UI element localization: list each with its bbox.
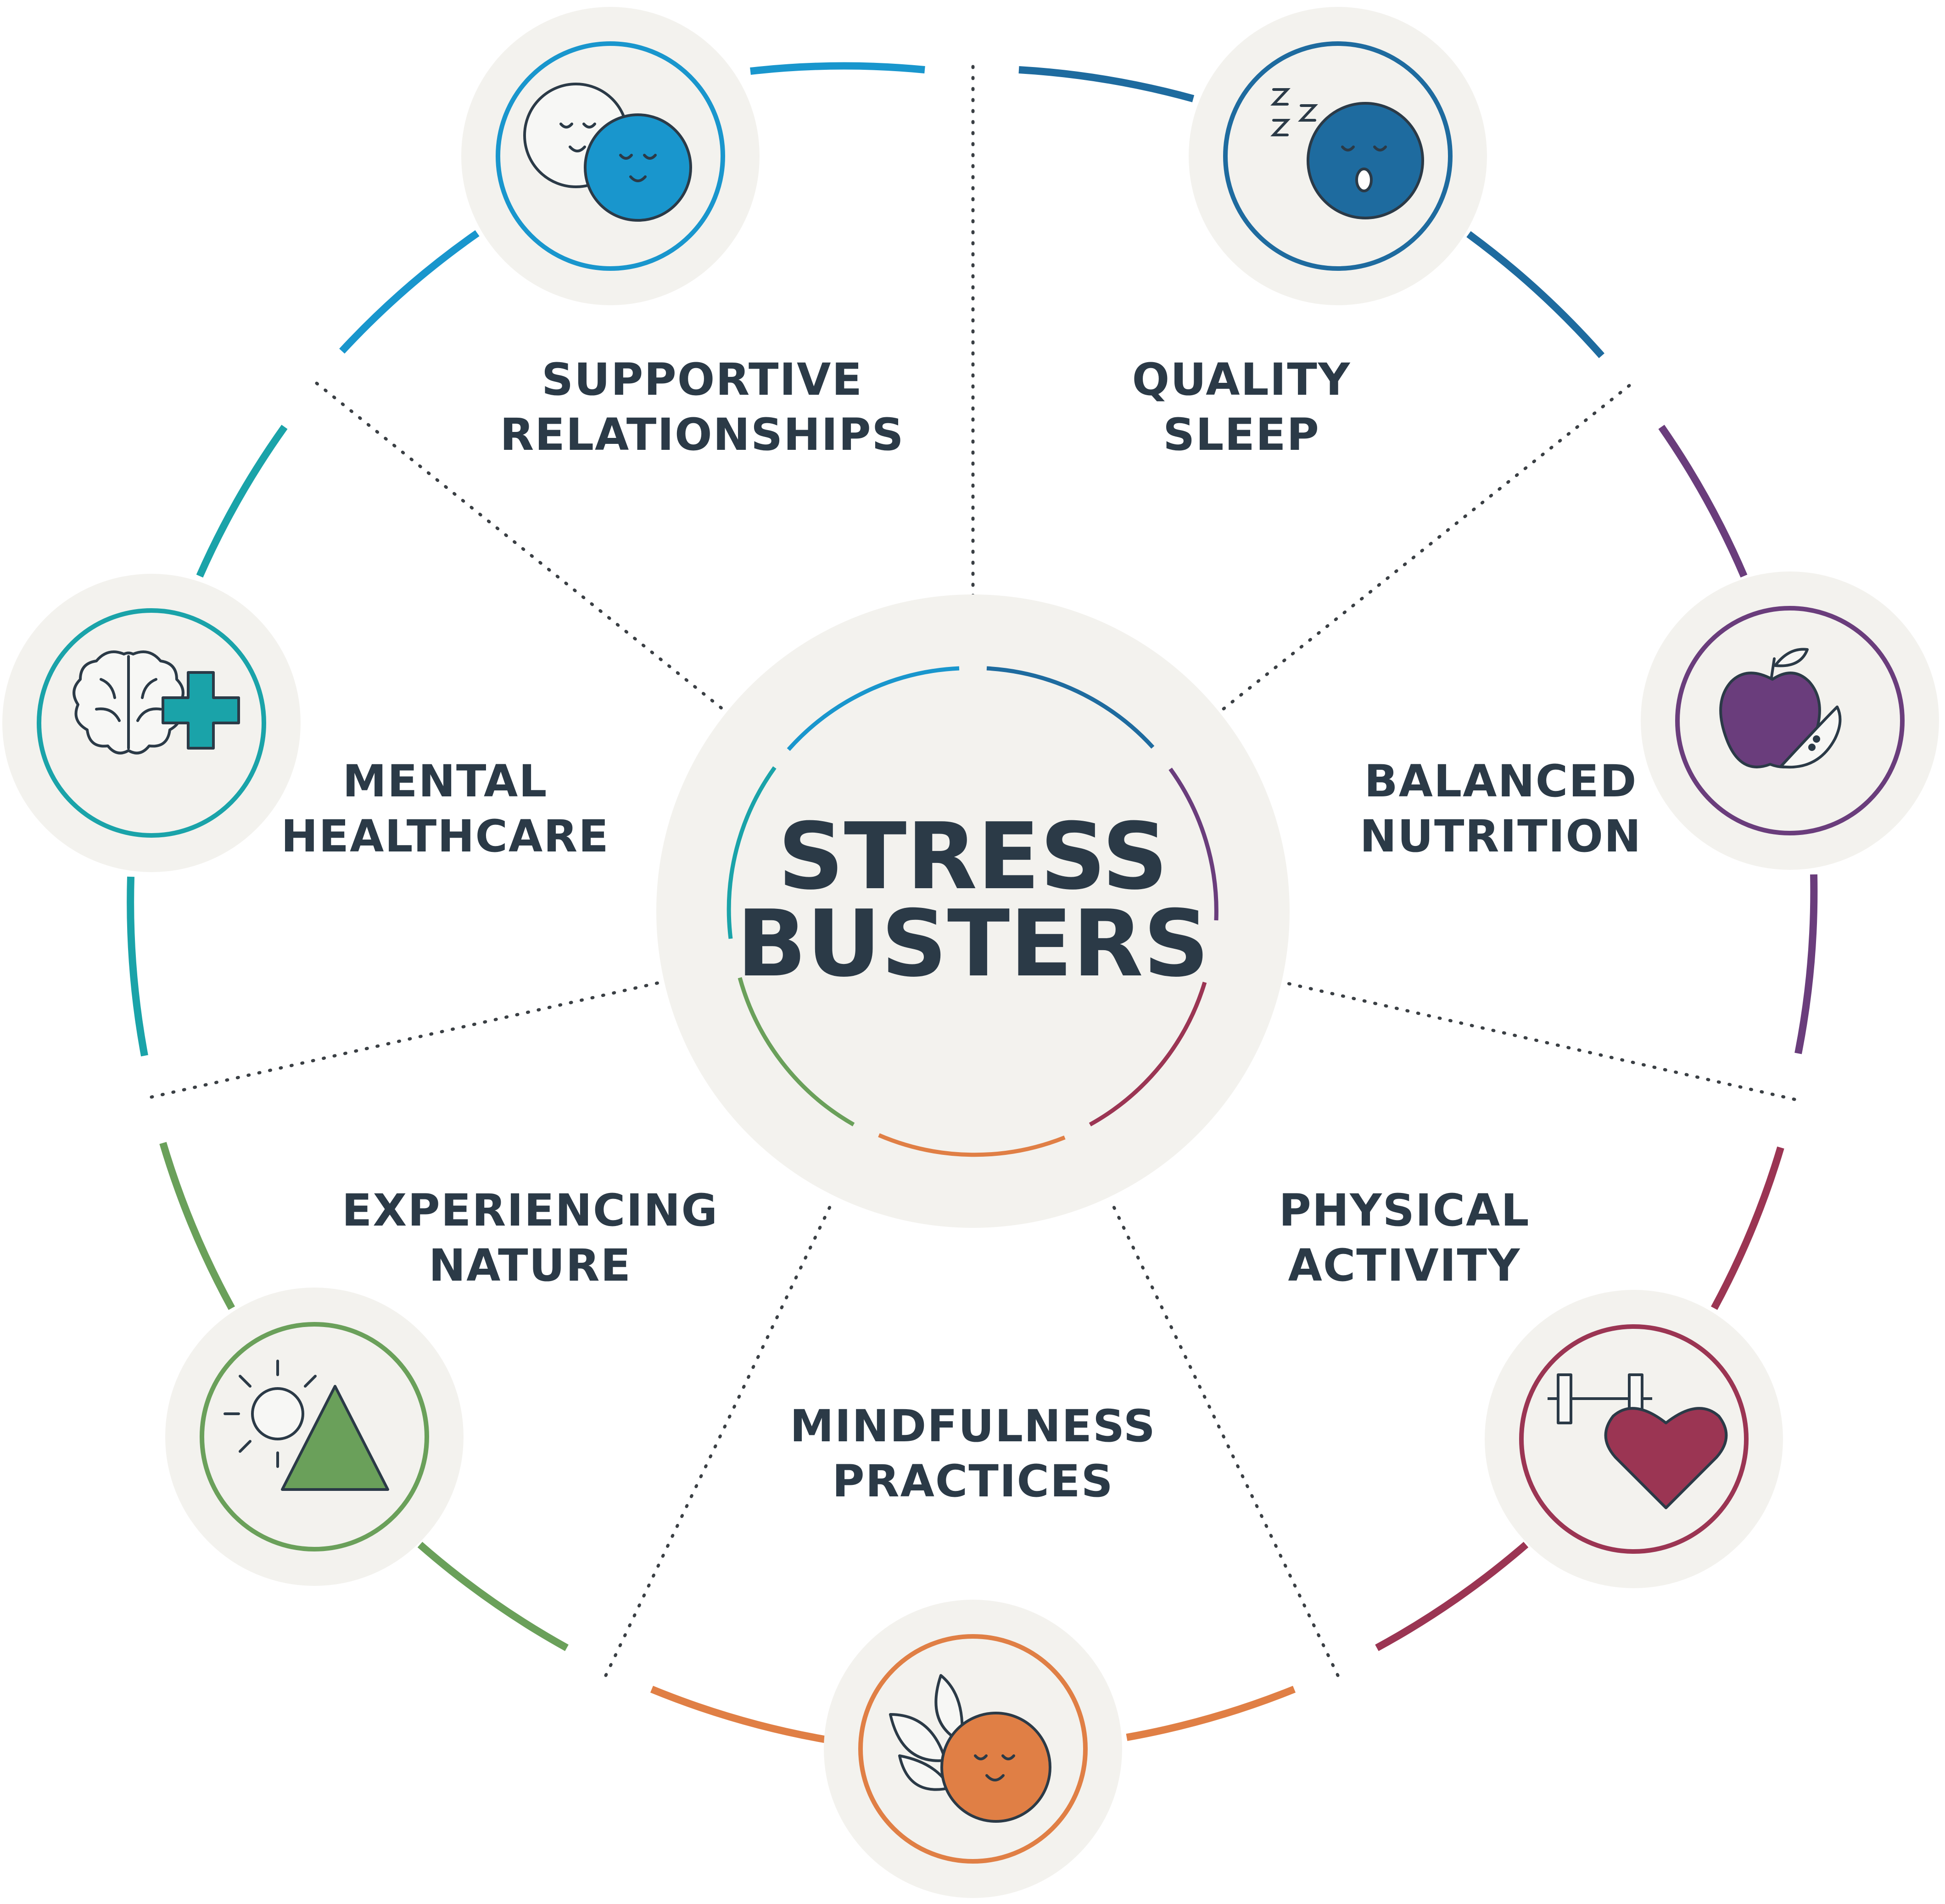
inner-arc-maroon bbox=[1089, 981, 1207, 1126]
inner-arc-blue-2 bbox=[986, 666, 1155, 749]
inner-arc-green bbox=[738, 977, 855, 1126]
outer-arc-supportive-2 bbox=[339, 230, 480, 354]
separator-upper-right bbox=[1221, 384, 1631, 711]
label-mindfulness-line2: PRACTICES bbox=[832, 1456, 1113, 1507]
outer-ring bbox=[127, 62, 1818, 1748]
label-nutrition-line1: BALANCED bbox=[1364, 756, 1638, 807]
outer-arc-nature-1 bbox=[417, 1541, 569, 1651]
label-nature-line1: EXPERIENCING bbox=[342, 1185, 718, 1236]
label-nutrition-line2: NUTRITION bbox=[1360, 811, 1642, 862]
badge-activity bbox=[1485, 1290, 1783, 1588]
label-mindfulness-line1: MINDFULNESS bbox=[790, 1400, 1156, 1452]
separator-right bbox=[1281, 980, 1796, 1101]
center-title-line1: STRESS bbox=[778, 803, 1168, 910]
label-activity-line2: ACTIVITY bbox=[1288, 1240, 1521, 1291]
brain-plus-icon bbox=[73, 650, 240, 755]
badge-nature bbox=[165, 1288, 464, 1586]
lotus-face-icon bbox=[889, 1674, 1051, 1823]
outer-arc-mental-1 bbox=[127, 876, 148, 1057]
separator-upper-left bbox=[315, 381, 725, 711]
label-supportive-line2: RELATIONSHIPS bbox=[500, 409, 904, 460]
outer-arc-nutrition-1 bbox=[1658, 425, 1748, 578]
badge-supportive bbox=[461, 7, 760, 305]
label-mental-line1: MENTAL bbox=[343, 756, 548, 807]
center-disc bbox=[656, 594, 1290, 1228]
outer-arc-activity-1 bbox=[1710, 1146, 1784, 1310]
outer-arc-supportive-1 bbox=[750, 62, 925, 75]
outer-arc-nature-2 bbox=[159, 1142, 235, 1310]
outer-arc-sleep-2 bbox=[1466, 231, 1604, 358]
inner-arc-orange bbox=[878, 1133, 1066, 1157]
badge-mindfulness bbox=[824, 1600, 1122, 1898]
separator-left bbox=[150, 980, 663, 1099]
inner-arc-teal bbox=[727, 766, 777, 939]
outer-arc-mental-2 bbox=[196, 425, 288, 578]
sun-mountain-icon bbox=[224, 1360, 389, 1491]
badge-mental bbox=[2, 574, 301, 872]
center-title-line2: BUSTERS bbox=[737, 890, 1209, 997]
inner-arc-blue-1 bbox=[787, 666, 960, 751]
separator-lower-right bbox=[1109, 1198, 1340, 1677]
two-faces-icon bbox=[523, 83, 692, 222]
label-supportive-line1: SUPPORTIVE bbox=[542, 354, 863, 405]
outer-arc-mindfulness-1 bbox=[1126, 1686, 1296, 1741]
outer-arc-nutrition-2 bbox=[1794, 874, 1818, 1054]
segment-labels: SUPPORTIVE RELATIONSHIPS QUALITY SLEEP B… bbox=[281, 354, 1642, 1507]
separators bbox=[150, 65, 1796, 1677]
label-activity-line1: PHYSICAL bbox=[1279, 1185, 1530, 1236]
label-mental-line2: HEALTHCARE bbox=[281, 811, 609, 862]
icon-badges bbox=[2, 7, 1939, 1898]
apple-icon bbox=[1719, 648, 1842, 769]
label-nature-line2: NATURE bbox=[429, 1240, 632, 1291]
sleeping-face-icon bbox=[1270, 88, 1424, 219]
outer-arc-sleep-1 bbox=[1018, 66, 1195, 102]
label-sleep-line1: QUALITY bbox=[1132, 354, 1351, 405]
dumbbell-heart-icon bbox=[1548, 1373, 1728, 1509]
separator-lower-left bbox=[604, 1198, 835, 1677]
center-hub: STRESS BUSTERS bbox=[656, 594, 1290, 1228]
label-sleep-line2: SLEEP bbox=[1163, 409, 1320, 460]
inner-arc-purple bbox=[1168, 767, 1218, 921]
badge-nutrition bbox=[1641, 571, 1939, 870]
badge-sleep bbox=[1189, 7, 1487, 305]
outer-arc-activity-2 bbox=[1375, 1541, 1529, 1652]
